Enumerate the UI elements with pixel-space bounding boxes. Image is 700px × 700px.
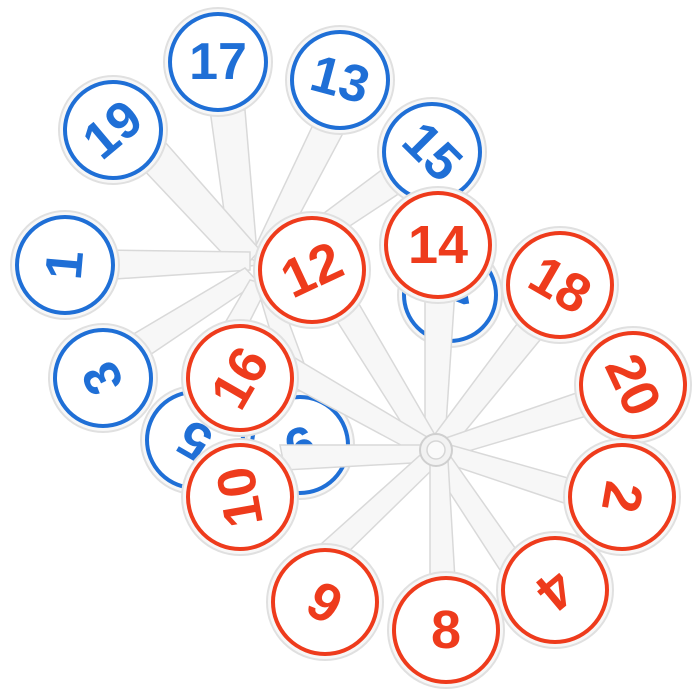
- blue-paddle-1: 1: [10, 210, 120, 320]
- red-paddle-18: 18: [501, 226, 619, 344]
- blue-paddle-15: 15: [377, 97, 487, 207]
- red-paddle-10: 10: [181, 438, 299, 556]
- red-paddle-2: 2: [563, 438, 681, 556]
- red-fan-rivet: [419, 433, 453, 467]
- red-paddle-4: 4: [496, 531, 614, 649]
- red-paddle-14: 14: [379, 186, 497, 304]
- red-paddle-label: 8: [431, 600, 461, 660]
- blue-paddle-19: 19: [58, 75, 168, 185]
- red-paddle-16: 16: [181, 319, 299, 437]
- red-paddle-8: 8: [387, 571, 505, 689]
- blue-paddle-label: 17: [189, 33, 247, 91]
- blue-paddle-17: 17: [163, 7, 273, 117]
- red-paddle-20: 20: [574, 326, 692, 444]
- blue-paddle-label: 1: [35, 248, 95, 282]
- red-number-fan: 14 12 18 16 20 10: [181, 186, 692, 689]
- blue-paddle-13: 13: [285, 25, 395, 135]
- red-paddle-label: 14: [408, 215, 468, 275]
- red-paddle-12: 12: [253, 211, 371, 329]
- red-paddle-label: 10: [205, 462, 275, 532]
- red-paddle-6: 6: [266, 543, 384, 661]
- blue-paddle-3: 3: [48, 323, 158, 433]
